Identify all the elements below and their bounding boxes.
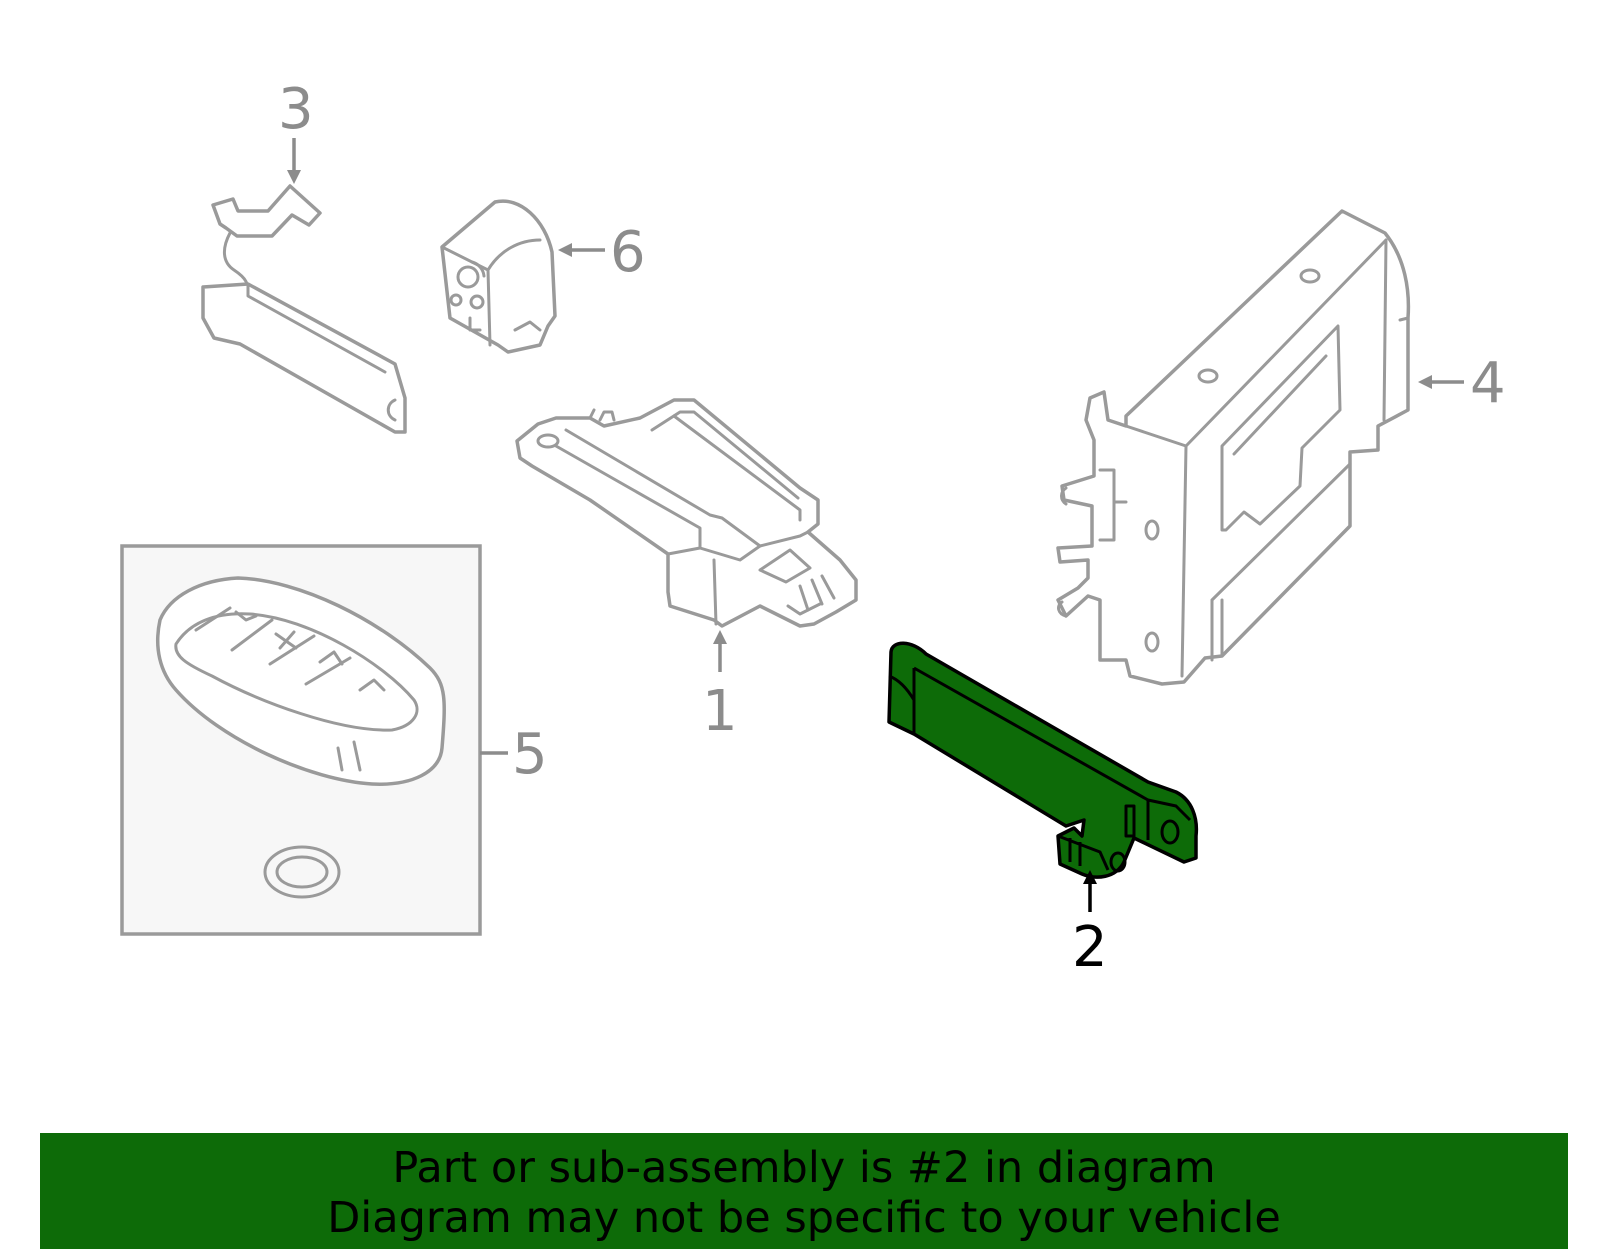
part-1-bracket[interactable] (515, 398, 858, 628)
callout-2-leader (1083, 870, 1097, 912)
banner-line-2: Diagram may not be specific to your vehi… (327, 1193, 1281, 1243)
part-6-sensor[interactable] (440, 199, 557, 354)
callout-number-6: 6 (610, 220, 646, 285)
callout-number-2: 2 (1072, 915, 1108, 980)
callout-6-leader (558, 243, 605, 257)
callout-4-leader (1418, 375, 1464, 389)
callout-number-3: 3 (278, 77, 314, 142)
banner-line-1: Part or sub-assembly is #2 in diagram (392, 1143, 1216, 1193)
callout-number-1: 1 (702, 679, 738, 744)
info-banner: Part or sub-assembly is #2 in diagram Di… (40, 1133, 1568, 1249)
part-5-key-fob[interactable] (120, 544, 482, 936)
part-4-control-module[interactable] (1056, 209, 1411, 686)
callout-number-5: 5 (512, 722, 548, 787)
callout-number-4: 4 (1470, 351, 1506, 416)
callout-1-leader (713, 630, 727, 672)
callout-3-leader (287, 138, 301, 184)
part-3-antenna[interactable] (201, 184, 407, 434)
part-2-antenna-highlighted[interactable] (887, 641, 1199, 879)
